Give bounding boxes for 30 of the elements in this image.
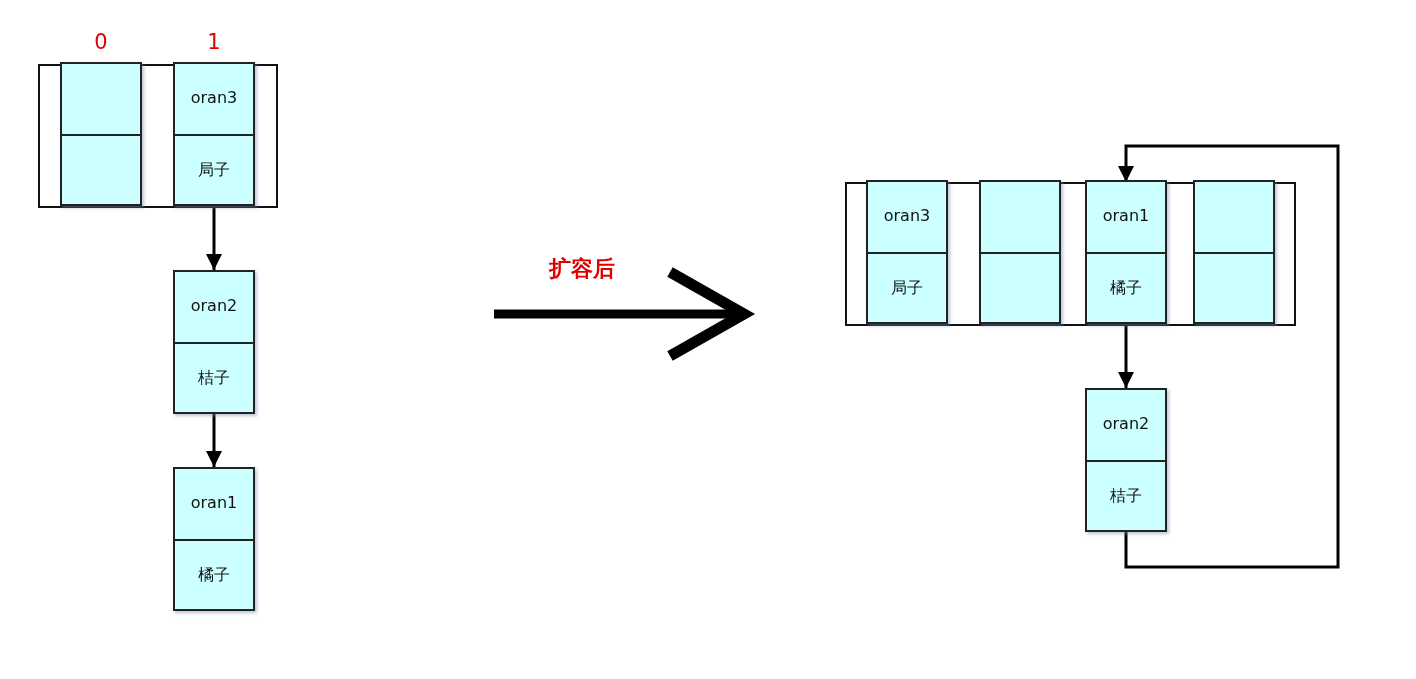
- key-text: oran1: [1101, 206, 1151, 225]
- key-text: oran3: [882, 206, 932, 225]
- bucket-box: [866, 180, 948, 324]
- array-box: [38, 64, 278, 208]
- value-text: 局子: [890, 278, 924, 299]
- key-text: oran2: [189, 296, 239, 315]
- arrow: [1118, 144, 1340, 569]
- bucket-box: [979, 180, 1061, 324]
- key-text: oran3: [189, 88, 239, 107]
- bucket-box: [1085, 180, 1167, 324]
- arrow-caption: 扩容后: [549, 255, 615, 283]
- arrow: [206, 414, 222, 467]
- bucket-box: [173, 62, 255, 206]
- bucket-box: [60, 62, 142, 206]
- bucket-box: [173, 467, 255, 611]
- key-text: oran1: [189, 493, 239, 512]
- bucket-box: [1085, 388, 1167, 532]
- array-box: [845, 182, 1296, 326]
- value-text: 橘子: [1109, 278, 1143, 299]
- arrow: [1118, 326, 1134, 388]
- value-text: 局子: [197, 160, 231, 181]
- key-text: oran2: [1101, 414, 1151, 433]
- index-label: 1: [206, 30, 222, 54]
- index-label: 0: [93, 30, 109, 54]
- value-text: 桔子: [197, 368, 231, 389]
- arrow: [206, 208, 222, 270]
- value-text: 橘子: [197, 565, 231, 586]
- value-text: 桔子: [1109, 486, 1143, 507]
- bucket-box: [1193, 180, 1275, 324]
- bucket-box: [173, 270, 255, 414]
